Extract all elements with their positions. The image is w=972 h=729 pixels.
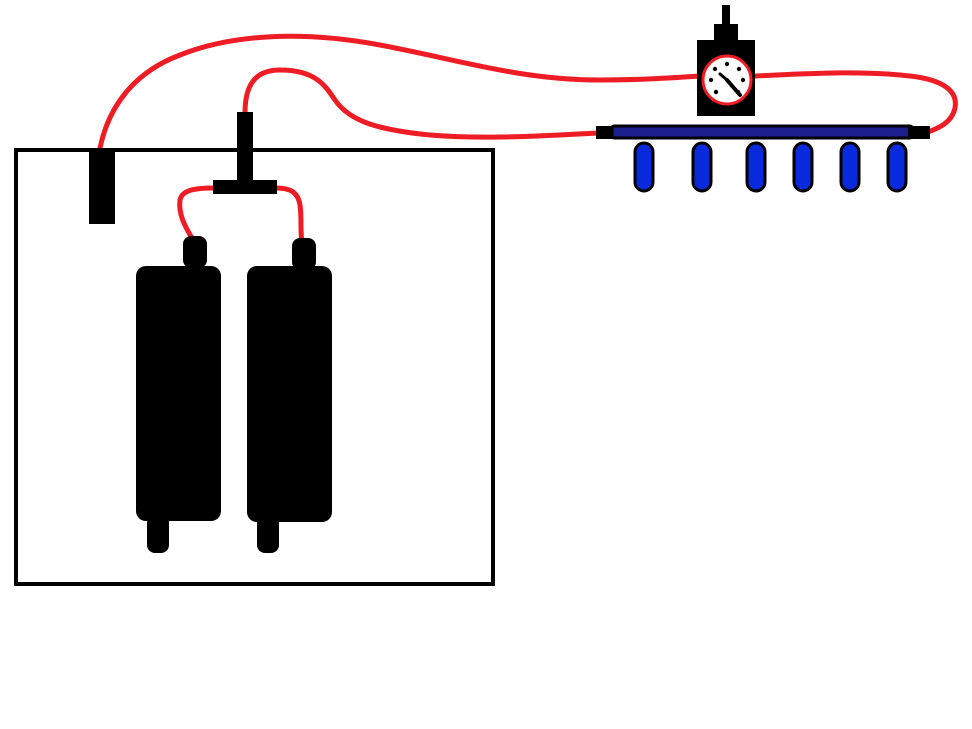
gauge-needle-tail (718, 72, 729, 82)
manifold-outlet (792, 141, 814, 193)
tube-splitter-to-pump-2 (273, 185, 305, 245)
splitter-stem (237, 112, 253, 184)
manifold-outlet (691, 141, 713, 193)
pressure-gauge (697, 5, 755, 116)
manifold-end-cap-left (596, 126, 614, 139)
gauge-needle (725, 78, 742, 97)
manifold-outlet (886, 141, 908, 193)
enclosure-box (14, 148, 495, 586)
pump-1-body (136, 266, 221, 521)
pump-1-nozzle (183, 236, 207, 268)
tube-port-to-gauge (97, 33, 703, 151)
pump-2-nozzle (292, 238, 316, 270)
wall-port (89, 148, 115, 224)
pump-1-foot (147, 515, 169, 553)
pump-2 (247, 238, 332, 553)
gauge-stem-base (714, 24, 738, 40)
tube-gauge-to-manifold-end (753, 70, 958, 136)
tubing (97, 33, 958, 245)
manifold-outlets (633, 141, 908, 193)
t-splitter (213, 112, 277, 194)
tube-splitter-to-pump-1 (177, 185, 217, 243)
manifold-outlet (745, 141, 767, 193)
pump-2-body (247, 266, 332, 522)
pump-1 (136, 236, 221, 553)
manifold-bar (610, 124, 914, 140)
manifold-outlet (839, 141, 861, 193)
manifold-end-cap-right (908, 126, 930, 139)
tube-splitter-to-manifold (242, 67, 603, 140)
distribution-manifold (596, 124, 930, 140)
gauge-stem (722, 5, 730, 27)
pump-2-foot (257, 515, 279, 553)
manifold-outlet (633, 141, 655, 193)
splitter-crossbar (213, 180, 277, 194)
